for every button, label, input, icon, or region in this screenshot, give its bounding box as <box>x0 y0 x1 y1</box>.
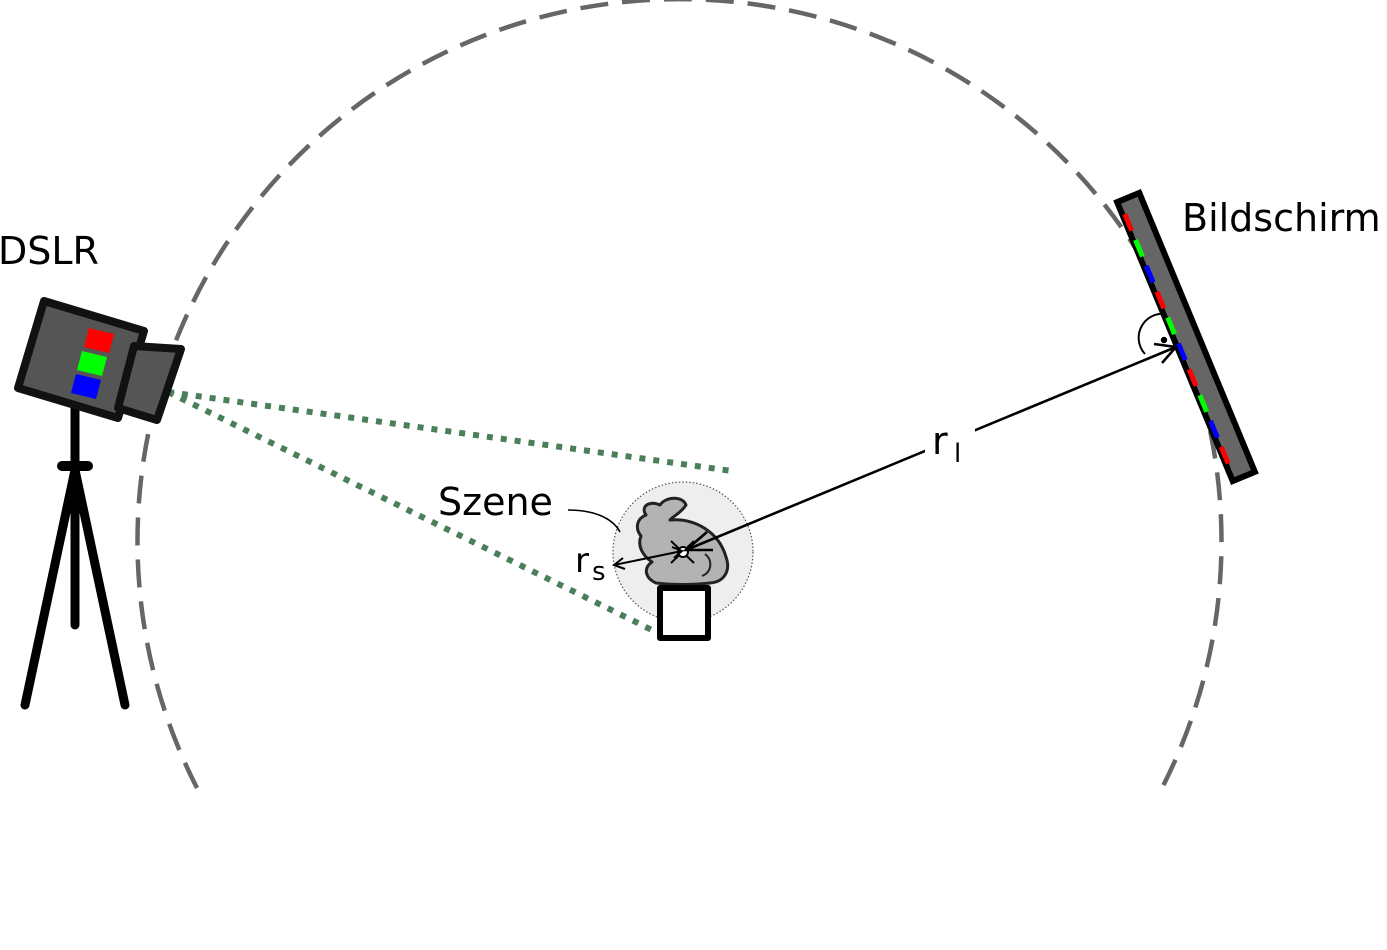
orbit-circle <box>135 0 1224 790</box>
camera-frustum <box>166 389 733 633</box>
screen-strip-blue-1 <box>1143 264 1156 284</box>
screen-strip-red-4 <box>1218 445 1231 465</box>
scene-center-marker <box>670 540 695 564</box>
screen-strip-red-2 <box>1154 290 1167 310</box>
camera-blue-swatch <box>71 374 101 399</box>
stanford-bunny-icon <box>635 496 730 586</box>
frustum-lower-edge <box>166 389 654 633</box>
scene-radius-arrow <box>611 546 684 570</box>
frustum-upper-edge <box>167 389 733 474</box>
scene-radius-label: r s <box>575 541 606 587</box>
screen-strip-green-1 <box>1133 238 1145 258</box>
light-radius-label: r l <box>925 419 975 470</box>
screen-strip-green-3 <box>1197 394 1209 413</box>
right-angle-icon <box>1137 312 1168 355</box>
screen-strip-green-2 <box>1165 316 1177 336</box>
scene-radius-symbol: r <box>575 541 589 581</box>
dslr-camera-icon <box>14 297 185 424</box>
orbit-dashed-arc <box>135 0 1224 790</box>
tripod-icon <box>20 395 130 710</box>
camera-red-swatch <box>84 328 114 353</box>
screen-strip-red-1 <box>1122 213 1134 232</box>
camera-label: DSLR <box>0 229 99 273</box>
pedestal-box-icon <box>657 585 711 641</box>
screen-strip-blue-2 <box>1176 342 1188 361</box>
scene-radius-subscript: s <box>592 557 606 587</box>
light-radius-symbol: r <box>932 419 948 463</box>
scene-label: Szene <box>438 480 553 524</box>
screen-strip-red-3 <box>1186 368 1199 387</box>
screen-strip-blue-3 <box>1208 420 1220 439</box>
scene-leader-line <box>567 509 621 533</box>
screen-label: Bildschirm <box>1182 196 1381 240</box>
light-radius-subscript: l <box>954 439 961 469</box>
monitor-screen-icon <box>1113 188 1259 486</box>
camera-green-swatch <box>77 351 107 376</box>
